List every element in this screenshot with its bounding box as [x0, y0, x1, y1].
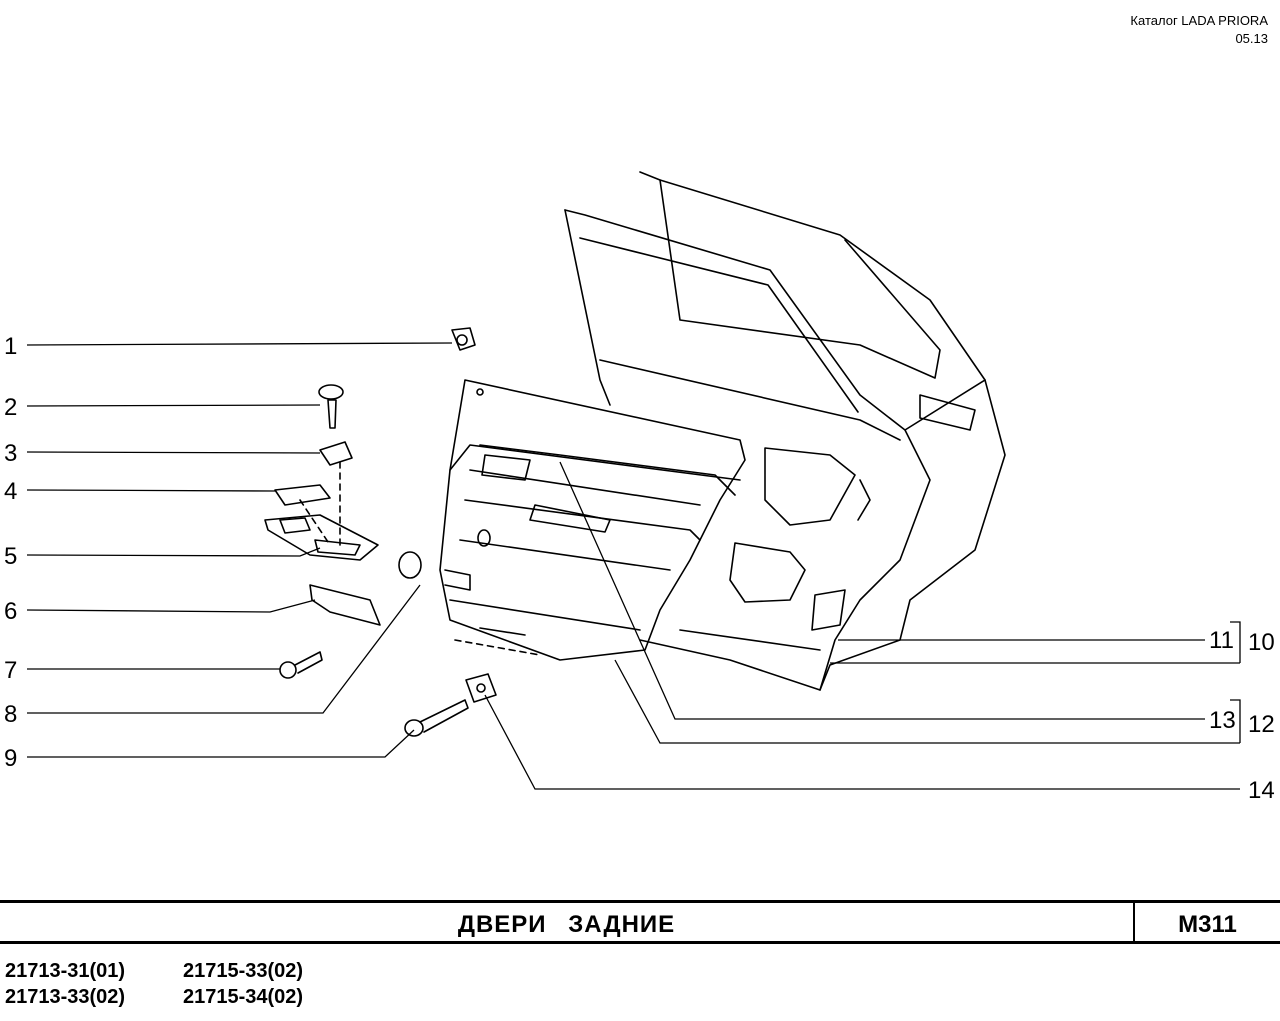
small-parts	[264, 327, 497, 737]
section-title: ДВЕРИ ЗАДНИЕ	[457, 911, 676, 938]
model-code: 21713-33(02)	[5, 986, 126, 1008]
callout-3: 3	[4, 440, 17, 467]
catalog-date: 05.13	[1235, 31, 1268, 46]
callout-5: 5	[4, 543, 17, 570]
model-code: 21715-34(02)	[183, 986, 304, 1008]
callout-2: 2	[4, 394, 17, 421]
callout-4: 4	[4, 478, 17, 505]
door-trim-panel	[439, 379, 746, 661]
callout-8: 8	[4, 701, 17, 728]
callout-9: 9	[4, 745, 17, 772]
callout-7: 7	[4, 657, 17, 684]
model-code: 21715-33(02)	[183, 960, 304, 982]
model-list-col1: 21713-31(01) 21713-33(02)	[5, 958, 125, 1010]
callout-11: 11	[1209, 627, 1234, 654]
parts-diagram: 1 2 3 4 5 6 7 8 9 11 10 13 12 14	[4, 171, 1275, 804]
title-block: ДВЕРИ ЗАДНИЕ М311	[0, 900, 1280, 944]
catalog-header: Каталог LADA PRIORA	[1130, 13, 1268, 28]
model-code: 21713-31(01)	[5, 960, 126, 982]
model-list-col2: 21715-33(02) 21715-34(02)	[183, 958, 303, 1010]
callout-13: 13	[1209, 707, 1236, 734]
callout-1: 1	[4, 333, 17, 360]
callout-14: 14	[1248, 777, 1275, 804]
callout-10: 10	[1248, 629, 1275, 656]
section-code: М311	[1133, 903, 1280, 941]
callout-12: 12	[1248, 711, 1275, 738]
door-body	[564, 171, 1006, 691]
callout-6: 6	[4, 598, 17, 625]
